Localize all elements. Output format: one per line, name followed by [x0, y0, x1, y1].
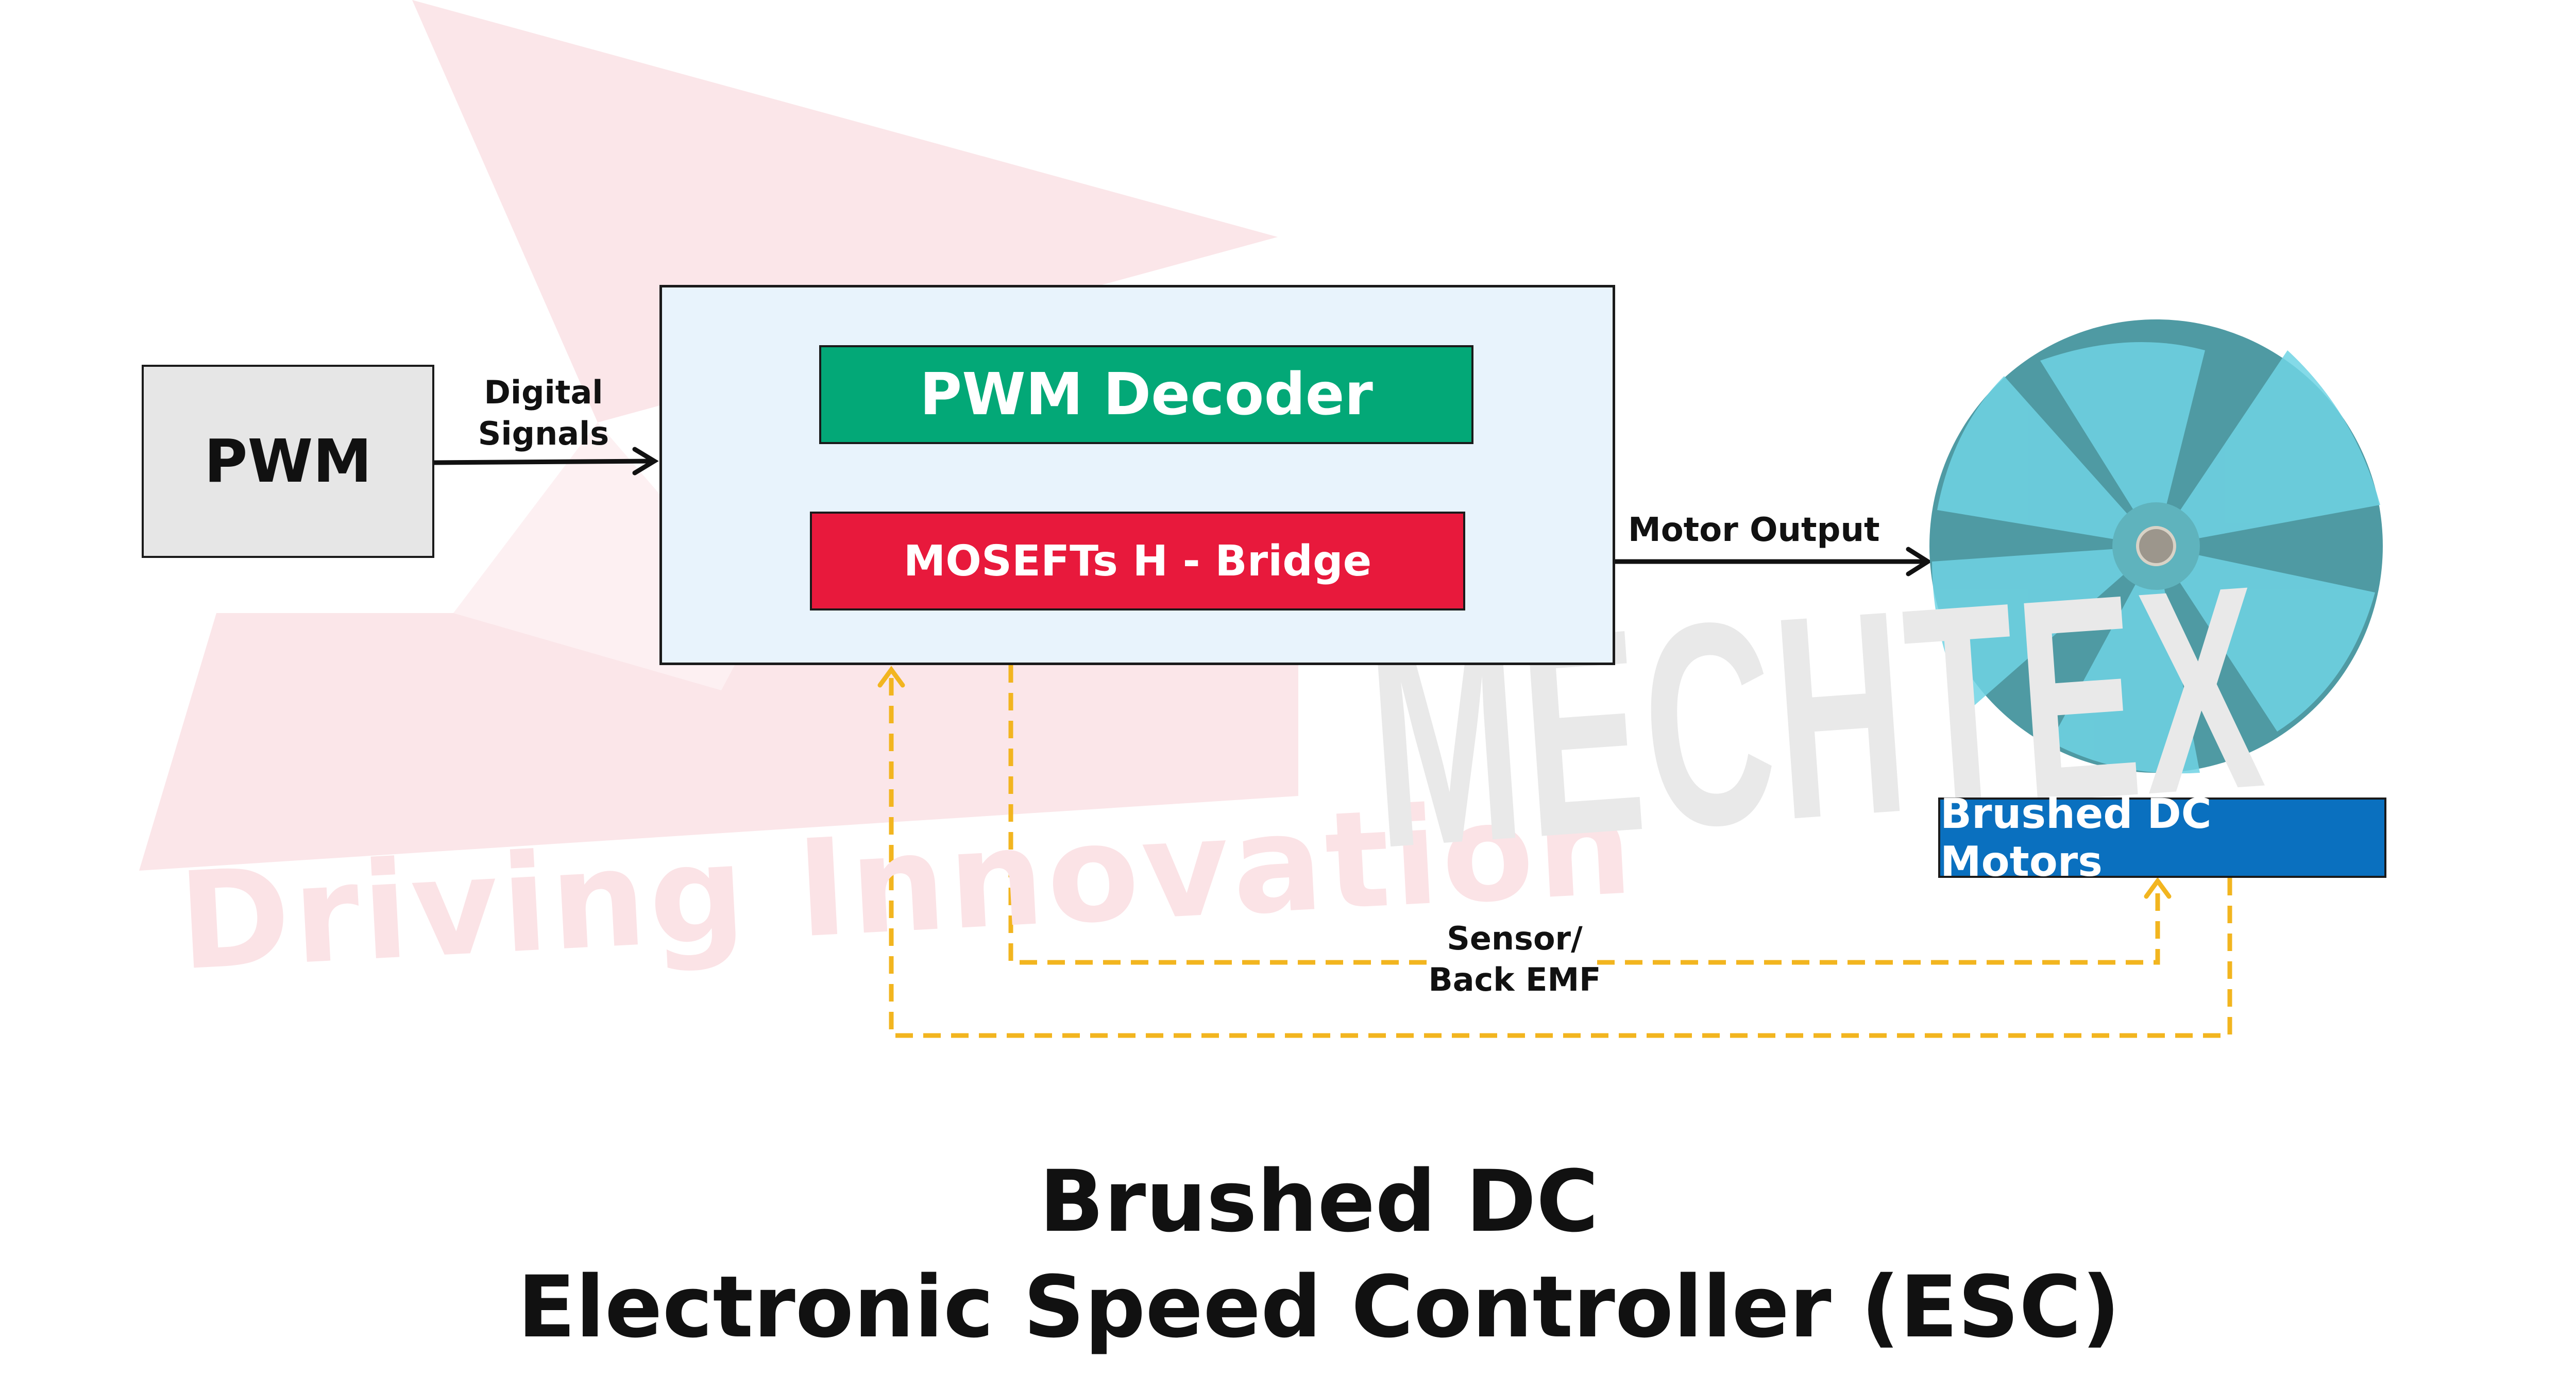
motor-label-block: Brushed DC Motors [1938, 790, 2386, 886]
feedback-label: Sensor/ Back EMF [1391, 918, 1638, 1000]
feedback-label-line2: Back EMF [1428, 961, 1601, 998]
h-bridge-block: MOSEFTs H - Bridge [810, 512, 1465, 610]
digital-signals-label: Digital Signals [459, 372, 629, 454]
arrowhead-to-motor [2144, 877, 2172, 899]
digital-signals-arrow [432, 447, 659, 476]
feedback-arrowheads [877, 666, 2172, 899]
pwm-decoder-block: PWM Decoder [819, 345, 1473, 444]
pwm-block: PWM [142, 365, 434, 558]
inner-feedback-line [1008, 665, 1432, 965]
motor-output-arrow [1613, 547, 1933, 576]
diagram-title: Brushed DC Electronic Speed Controller (… [0, 1149, 2576, 1360]
digital-signals-line2: Signals [478, 415, 609, 452]
outer-feedback-line [889, 672, 2232, 1038]
watermark-logo-shape-top [412, 0, 1278, 422]
motor-icon [1929, 319, 2383, 774]
title-line1: Brushed DC [1039, 1152, 1599, 1251]
title-line2: Electronic Speed Controller (ESC) [517, 1258, 2121, 1356]
arrowhead-to-controller [877, 666, 905, 688]
inner-feedback-line-right [1597, 885, 2160, 965]
digital-signals-line1: Digital [484, 374, 603, 411]
motor-spokes [1932, 342, 2380, 774]
motor-shaft [2136, 526, 2176, 566]
motor-output-label: Motor Output [1628, 511, 1880, 549]
feedback-lines [889, 665, 2232, 1038]
feedback-label-line1: Sensor/ [1447, 920, 1583, 957]
